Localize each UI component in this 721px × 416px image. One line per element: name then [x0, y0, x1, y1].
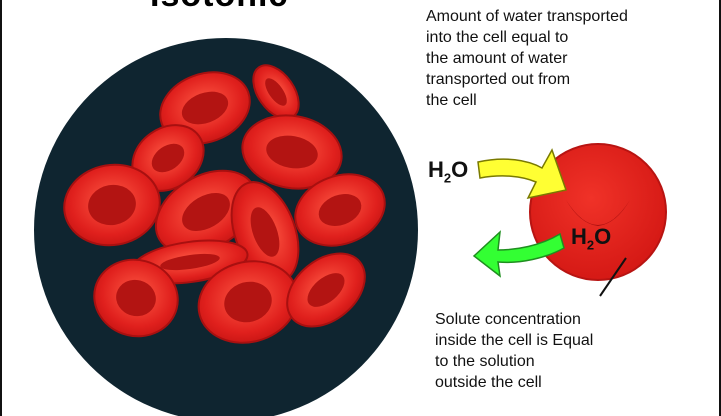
water-label-rest: O — [594, 224, 612, 249]
red-blood-cell — [197, 260, 299, 344]
title: Isotonic — [150, 0, 288, 15]
water-label-sub: 2 — [443, 170, 452, 186]
red-blood-cell — [241, 114, 343, 190]
frame-right-border — [719, 0, 721, 416]
red-blood-cell — [131, 124, 205, 192]
water-label-outside: H2O — [428, 157, 468, 185]
red-blood-cell — [294, 173, 386, 247]
red-blood-cell — [93, 258, 179, 338]
red-blood-cell — [63, 163, 161, 247]
blood-cell-dish — [34, 38, 418, 416]
water-label-inside: H2O — [571, 224, 611, 252]
red-blood-cell — [286, 252, 366, 328]
water-out-arrow — [472, 230, 565, 278]
water-in-arrow — [477, 148, 567, 200]
water-label-base: H — [428, 157, 444, 182]
water-label-base: H — [571, 224, 587, 249]
water-label-rest: O — [451, 157, 469, 182]
red-blood-cell — [252, 64, 300, 120]
water-label-sub: 2 — [586, 237, 595, 253]
frame-left-border — [0, 0, 2, 416]
pointer-line — [599, 257, 627, 297]
solute-concentration-note: Solute concentration inside the cell is … — [435, 311, 594, 391]
water-transport-note: Amount of water transported into the cel… — [426, 8, 628, 109]
